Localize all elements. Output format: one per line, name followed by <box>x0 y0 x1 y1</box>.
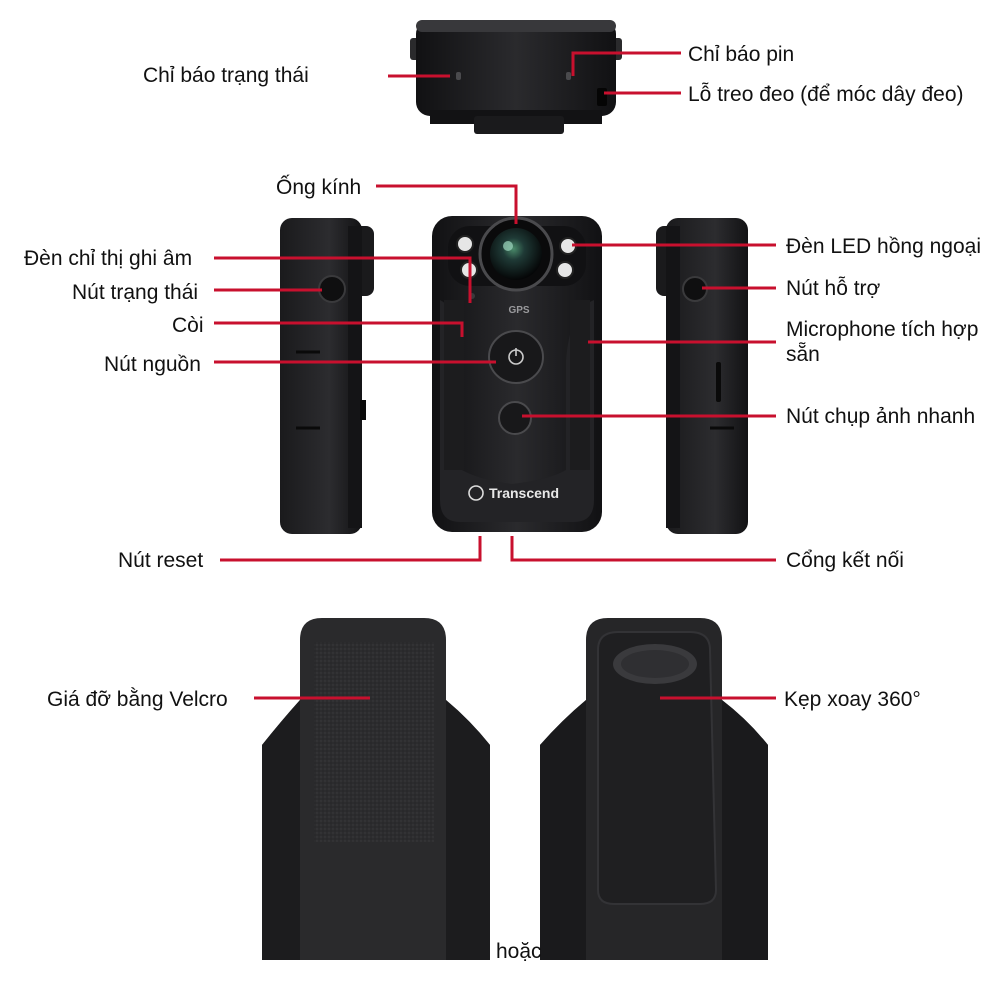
velcro-mount <box>262 618 490 960</box>
label-assist-button: Nút hỗ trợ <box>786 277 881 300</box>
label-status-indicator: Chỉ báo trạng thái <box>143 64 309 87</box>
gps-text: GPS <box>508 305 529 316</box>
label-microphone: Microphone tích hợp sẵn <box>786 318 979 366</box>
top-view-device <box>410 20 622 134</box>
left-side-view-device <box>280 218 374 534</box>
label-power-button: Nút nguồn <box>104 353 201 376</box>
label-ir-led: Đèn LED hồng ngoại <box>786 235 981 258</box>
label-battery-indicator: Chỉ báo pin <box>688 43 795 66</box>
label-lens: Ống kính <box>276 176 362 199</box>
label-strap-hole: Lỗ treo đeo (để móc dây đeo) <box>688 83 964 106</box>
label-or: hoặc <box>496 940 542 963</box>
label-buzzer: Còi <box>172 314 204 337</box>
label-status-button: Nút trạng thái <box>72 281 199 304</box>
brand-logo-text: Transcend <box>489 485 559 501</box>
label-rotating-clip: Kẹp xoay 360° <box>784 688 921 711</box>
label-connector-port: Cổng kết nối <box>786 549 904 572</box>
label-reset-button: Nút reset <box>118 549 204 572</box>
label-record-indicator: Đèn chỉ thị ghi âm <box>24 247 193 270</box>
right-side-view-device <box>656 218 748 534</box>
label-snapshot-button: Nút chụp ảnh nhanh <box>786 405 976 428</box>
rotating-clip <box>540 618 768 960</box>
label-velcro-mount: Giá đỡ bằng Velcro <box>47 688 228 711</box>
leader-lines <box>214 51 776 700</box>
